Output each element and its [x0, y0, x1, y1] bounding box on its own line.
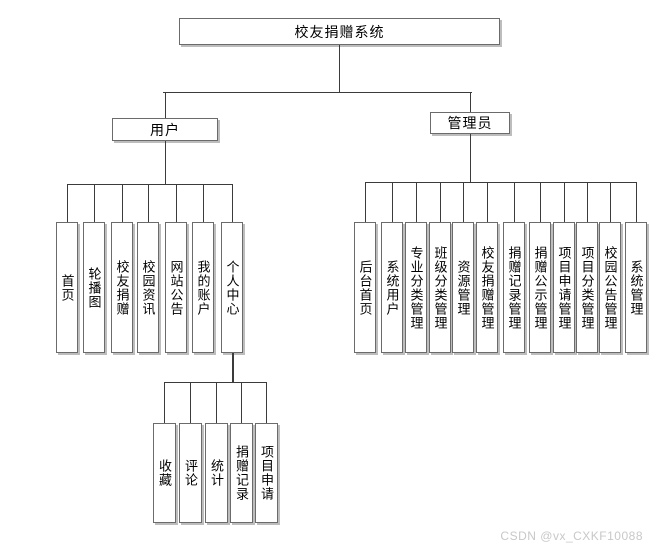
node-donation-publicity-mgmt: 捐赠公示管理	[529, 222, 551, 353]
connector-line	[164, 382, 266, 383]
connector-line	[339, 45, 340, 92]
node-comments: 评论	[179, 423, 202, 523]
node-system-mgmt: 系统管理	[625, 222, 647, 353]
node-project-application-mgmt: 项目申请管理	[553, 222, 575, 353]
connector-line	[216, 382, 217, 423]
node-my-account: 我的账户	[192, 222, 214, 353]
node-alumni-donation: 校友捐赠	[111, 222, 133, 353]
node-favorites: 收藏	[153, 423, 176, 523]
node-site-announcements: 网站公告	[165, 222, 187, 353]
node-user: 用户	[112, 118, 218, 141]
connector-line	[176, 184, 177, 222]
node-project-application: 项目申请	[255, 423, 278, 523]
node-admin-home: 后台首页	[354, 222, 376, 353]
connector-line	[148, 184, 149, 222]
connector-line	[392, 182, 393, 222]
connector-line	[514, 182, 515, 222]
node-campus-news: 校园资讯	[137, 222, 159, 353]
connector-line	[470, 92, 471, 112]
node-carousel: 轮播图	[83, 222, 105, 353]
connector-line	[232, 184, 233, 222]
node-project-category-mgmt: 项目分类管理	[576, 222, 598, 353]
node-root: 校友捐赠系统	[179, 18, 500, 45]
node-campus-announcement-mgmt: 校园公告管理	[599, 222, 621, 353]
connector-line	[610, 182, 611, 222]
node-major-category-mgmt: 专业分类管理	[405, 222, 427, 353]
connector-line	[163, 92, 472, 93]
node-donation-records: 捐赠记录	[230, 423, 253, 523]
node-personal-center: 个人中心	[221, 222, 243, 353]
connector-line	[365, 182, 366, 222]
connector-line	[67, 184, 232, 185]
connector-line	[540, 182, 541, 222]
connector-line	[232, 353, 234, 382]
connector-line	[636, 182, 637, 222]
connector-line	[487, 182, 488, 222]
connector-line	[165, 92, 166, 118]
connector-line	[94, 184, 95, 222]
node-class-category-mgmt: 班级分类管理	[429, 222, 451, 353]
connector-line	[67, 184, 68, 222]
node-statistics: 统计	[205, 423, 228, 523]
connector-line	[365, 182, 636, 183]
connector-line	[564, 182, 565, 222]
node-alumni-donation-mgmt: 校友捐赠管理	[476, 222, 498, 353]
connector-line	[241, 382, 242, 423]
connector-line	[190, 382, 191, 423]
connector-line	[440, 182, 441, 222]
connector-line	[165, 141, 166, 184]
node-home: 首页	[56, 222, 78, 353]
connector-line	[266, 382, 267, 423]
connector-line	[587, 182, 588, 222]
connector-line	[470, 134, 471, 182]
watermark-text: CSDN @vx_CXKF10088	[500, 529, 643, 543]
node-admin: 管理员	[430, 112, 510, 134]
connector-line	[122, 184, 123, 222]
node-system-users: 系统用户	[381, 222, 403, 353]
node-donation-records-mgmt: 捐赠记录管理	[503, 222, 525, 353]
node-resource-mgmt: 资源管理	[452, 222, 474, 353]
connector-line	[463, 182, 464, 222]
connector-line	[164, 382, 165, 423]
connector-line	[416, 182, 417, 222]
connector-line	[203, 184, 204, 222]
